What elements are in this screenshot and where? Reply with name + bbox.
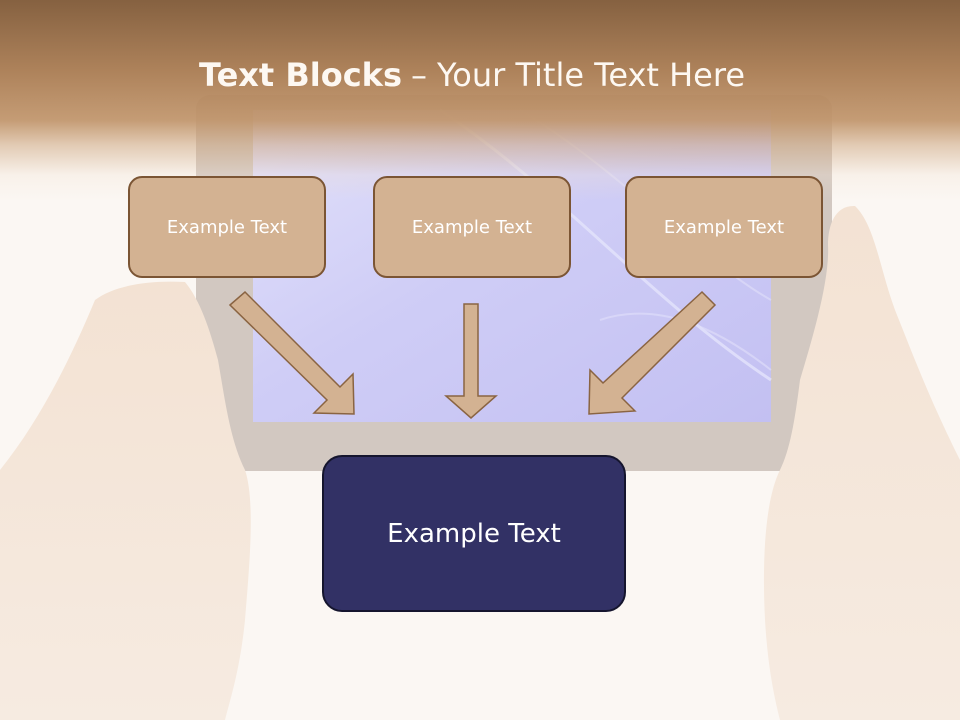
right-hand: [763, 205, 960, 720]
header-band: [0, 0, 960, 200]
title-bold-text: Text Blocks: [198, 56, 402, 94]
text-block-2[interactable]: Example Text: [373, 176, 571, 278]
slide-title: Text Blocks–Your Title Text Here: [0, 52, 944, 98]
main-text-block-label: Example Text: [387, 518, 561, 549]
arrow-right-diagonal-icon: [588, 290, 717, 415]
title-rest-text: Your Title Text Here: [436, 56, 745, 94]
text-block-3-label: Example Text: [663, 216, 785, 238]
arrow-down-icon: [444, 303, 498, 419]
title-dash: –: [410, 56, 427, 94]
text-block-3[interactable]: Example Text: [625, 176, 823, 278]
text-block-2-label: Example Text: [411, 216, 533, 238]
left-hand: [0, 281, 251, 720]
main-text-block[interactable]: Example Text: [322, 455, 626, 612]
text-block-1-label: Example Text: [166, 216, 288, 238]
arrow-left-diagonal-icon: [228, 290, 355, 415]
text-block-1[interactable]: Example Text: [128, 176, 326, 278]
